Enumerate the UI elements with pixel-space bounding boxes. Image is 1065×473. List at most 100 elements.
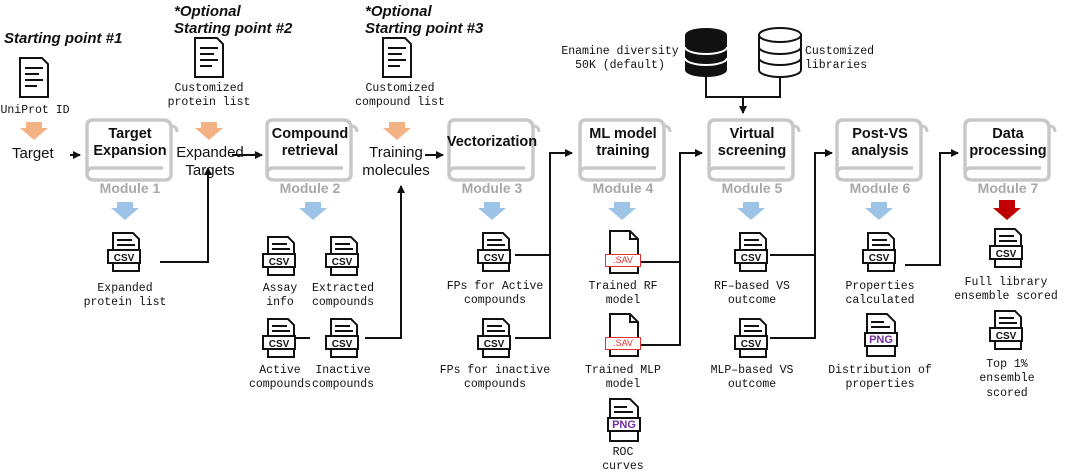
sav-file-icon: .SAV — [605, 230, 641, 274]
csv-file-icon: CSV — [262, 318, 297, 358]
csv-tag: CSV — [989, 327, 1023, 342]
png-file-icon: PNG — [605, 398, 641, 442]
start-point-1-label: Starting point #1 — [4, 30, 123, 47]
training-molecules-node: Training — [369, 144, 423, 161]
connector-libraries — [705, 75, 781, 98]
sav-tag: .SAV — [605, 337, 641, 350]
csv-file-icon: CSV — [989, 228, 1024, 268]
blue-arrow-icon — [608, 202, 636, 220]
training-molecules-node-2: molecules — [362, 162, 430, 179]
png-file-icon: PNG — [862, 313, 898, 357]
orange-arrow-icon — [383, 122, 411, 140]
csv-file-icon: CSV — [734, 318, 769, 358]
target-node: Target — [12, 145, 54, 162]
connector-mlp — [640, 262, 681, 346]
csv-file-icon: CSV — [262, 236, 297, 276]
csv-tag: CSV — [325, 335, 359, 350]
csv-tag: CSV — [262, 253, 296, 268]
csv-tag: CSV — [734, 335, 768, 350]
module3-title: Vectorization — [446, 134, 538, 150]
orange-arrow-icon — [20, 122, 48, 140]
csv-tag: CSV — [325, 253, 359, 268]
blue-arrow-icon — [299, 202, 327, 220]
customized-compound-label: Customized — [365, 82, 435, 95]
uniprot-id-label: UniProt ID — [0, 104, 70, 117]
arrow-protein-list-to-expanded — [160, 167, 212, 263]
csv-tag: CSV — [734, 249, 768, 264]
csv-file-icon: CSV — [325, 236, 360, 276]
png-tag: PNG — [864, 332, 898, 347]
sav-tag: .SAV — [605, 254, 641, 267]
arrow-compounds-to-training — [365, 185, 405, 339]
csv-tag: CSV — [477, 249, 511, 264]
enamine-label-2: 50K (default) — [575, 59, 665, 72]
custom-libraries-label-2: libraries — [805, 59, 868, 72]
csv-file-icon: CSV — [989, 310, 1024, 350]
blue-arrow-icon — [865, 202, 893, 220]
module4-number: Module 4 — [592, 180, 654, 196]
customized-protein-label: Customized — [174, 82, 244, 95]
blue-arrow-icon — [737, 202, 765, 220]
blue-arrow-icon — [111, 202, 139, 220]
csv-file-icon: CSV — [477, 232, 512, 272]
red-arrow-icon — [993, 200, 1021, 220]
database-icon-custom — [758, 27, 802, 78]
png-tag: PNG — [607, 417, 641, 432]
connector-mlp-vs — [770, 255, 816, 339]
csv-tag: CSV — [107, 249, 141, 264]
document-icon-compound-list — [382, 37, 412, 78]
enamine-label: Enamine diversity — [561, 45, 679, 58]
sav-file-icon: .SAV — [605, 313, 641, 357]
arrow-fp-active-to-module4 — [515, 149, 573, 256]
start-point-3-optional: *Optional — [365, 3, 432, 20]
csv-tag: CSV — [989, 245, 1023, 260]
module3-number: Module 3 — [461, 180, 523, 196]
database-icon-enamine — [684, 28, 728, 77]
expanded-targets-node: Expanded — [176, 144, 244, 161]
module2-number: Module 2 — [279, 180, 341, 196]
customized-compound-label-2: compound list — [355, 96, 445, 109]
document-icon-uniprot — [19, 57, 49, 98]
csv-tag: CSV — [477, 335, 511, 350]
arrow-vs-to-module6 — [770, 149, 833, 256]
start-point-3-label: Starting point #3 — [365, 20, 484, 37]
csv-file-icon: CSV — [862, 232, 897, 272]
csv-tag: CSV — [262, 335, 296, 350]
expanded-targets-node-2: Targets — [185, 162, 235, 179]
arrow-rf-to-module5 — [640, 149, 703, 263]
csv-tag: CSV — [862, 249, 896, 264]
module1-number: Module 1 — [99, 180, 161, 196]
connector-fp-inactive — [515, 255, 551, 339]
start-point-2-optional: *Optional — [174, 3, 241, 20]
module7-number: Module 7 — [977, 180, 1039, 196]
module5-number: Module 5 — [721, 180, 783, 196]
document-icon-protein-list — [194, 37, 224, 78]
csv-file-icon: CSV — [107, 232, 142, 272]
module6-number: Module 6 — [849, 180, 911, 196]
csv-file-icon: CSV — [325, 318, 360, 358]
csv-file-icon: CSV — [477, 318, 512, 358]
